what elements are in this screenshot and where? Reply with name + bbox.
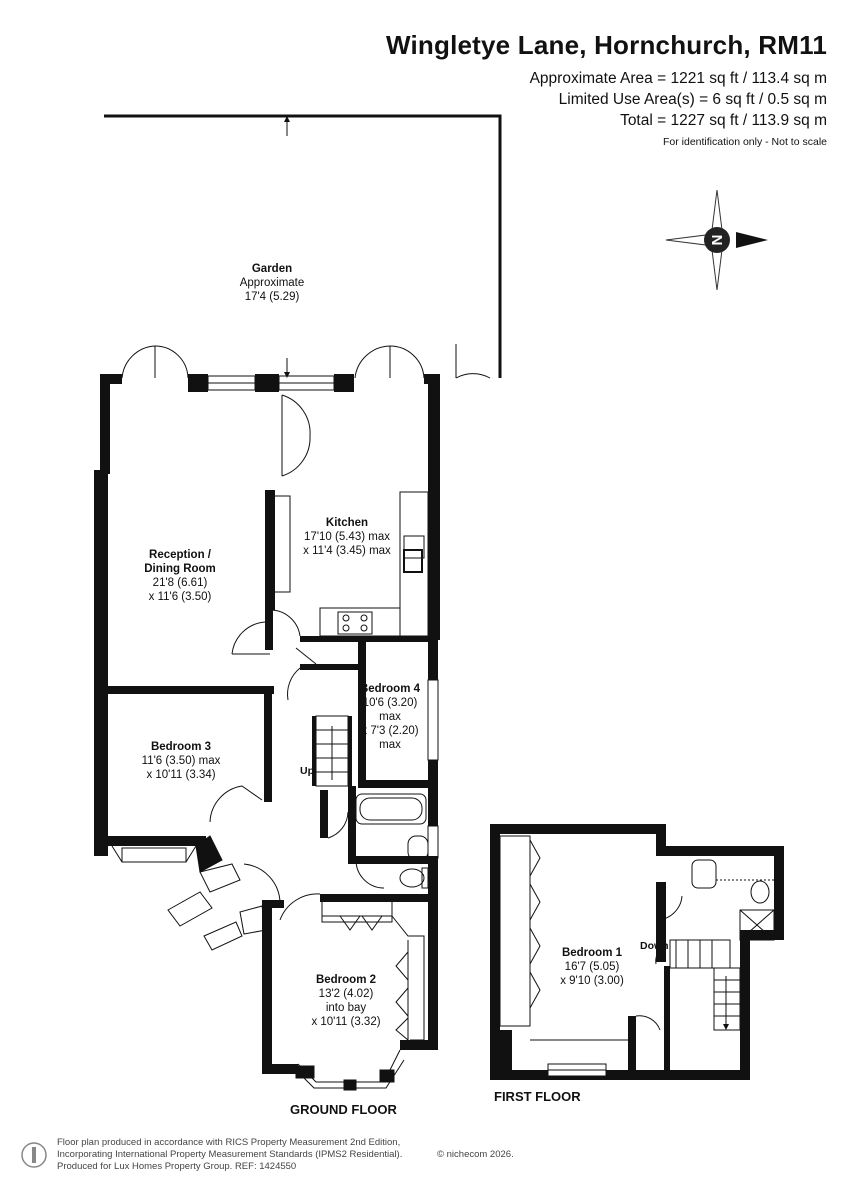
footer-line1: Floor plan produced in accordance with R… bbox=[57, 1137, 401, 1148]
bedroom1-name: Bedroom 1 bbox=[561, 947, 623, 959]
limited-use-area: Limited Use Area(s) = 6 sq ft / 0.5 sq m bbox=[558, 91, 827, 108]
bedroom4-dim4: max bbox=[379, 739, 401, 751]
bedroom1-dim1: 16'7 (5.05) bbox=[564, 961, 620, 973]
reception-label: Reception / Dining Room 21'8 (6.61) x 11… bbox=[144, 548, 216, 604]
first-floor-details bbox=[499, 835, 775, 1077]
bedroom2-dim2: into bay bbox=[325, 1002, 367, 1014]
kitchen-name: Kitchen bbox=[325, 517, 369, 529]
kitchen-label: Kitchen 17'10 (5.43) max x 11'4 (3.45) m… bbox=[303, 516, 391, 558]
bedroom2-name: Bedroom 2 bbox=[315, 974, 377, 986]
bedroom3-label: Bedroom 3 11'6 (3.50) max x 10'11 (3.34) bbox=[142, 740, 221, 782]
bedroom4-dim3: x 7'3 (2.20) bbox=[361, 725, 419, 737]
footer-line3: Produced for Lux Homes Property Group. R… bbox=[57, 1161, 297, 1172]
garden-line1: Approximate bbox=[239, 277, 305, 289]
disclaimer: For identification only - Not to scale bbox=[663, 136, 827, 148]
footer-credit: © nichecom 2026. bbox=[437, 1149, 514, 1160]
bedroom3-dim1: 11'6 (3.50) max bbox=[141, 755, 221, 767]
footer-line2: Incorporating International Property Mea… bbox=[57, 1149, 403, 1160]
garden-name: Garden bbox=[251, 263, 293, 275]
stairs-up-label: Up bbox=[300, 765, 314, 777]
bedroom1-label: Bedroom 1 16'7 (5.05) x 9'10 (3.00) bbox=[560, 946, 624, 988]
property-title: Wingletye Lane, Hornchurch, RM11 bbox=[385, 30, 827, 60]
bedroom2-dim3: x 10'11 (3.32) bbox=[311, 1016, 381, 1028]
bedroom4-name: Bedroom 4 bbox=[359, 683, 421, 695]
garden-line2: 17'4 (5.29) bbox=[244, 291, 300, 303]
bedroom3-dim2: x 10'11 (3.34) bbox=[146, 769, 216, 781]
compass-letter: N bbox=[708, 235, 725, 246]
reception-dim2: x 11'6 (3.50) bbox=[148, 591, 212, 603]
bedroom2-dim1: 13'2 (4.02) bbox=[318, 988, 374, 1000]
total-area: Total = 1227 sq ft / 113.9 sq m bbox=[620, 112, 827, 129]
kitchen-dim1: 17'10 (5.43) max bbox=[304, 531, 390, 543]
reception-name2: Dining Room bbox=[144, 563, 216, 575]
approximate-area: Approximate Area = 1221 sq ft / 113.4 sq… bbox=[529, 70, 827, 87]
bedroom4-dim1: 10'6 (3.20) bbox=[362, 697, 418, 709]
ground-floor-label: GROUND FLOOR bbox=[290, 1102, 397, 1117]
bedroom3-name: Bedroom 3 bbox=[150, 741, 212, 753]
footer: Floor plan produced in accordance with R… bbox=[57, 1137, 402, 1173]
bedroom2-label: Bedroom 2 13'2 (4.02) into bay x 10'11 (… bbox=[311, 973, 380, 1029]
kitchen-dim2: x 11'4 (3.45) max bbox=[303, 545, 391, 557]
bedroom1-dim2: x 9'10 (3.00) bbox=[560, 975, 624, 987]
reception-name1: Reception / bbox=[149, 549, 211, 561]
garden-boundary bbox=[104, 114, 502, 378]
reception-dim1: 21'8 (6.61) bbox=[152, 577, 208, 589]
first-floor-label: FIRST FLOOR bbox=[494, 1089, 581, 1104]
bedroom4-dim2: max bbox=[379, 711, 401, 723]
ground-floor-details bbox=[111, 344, 491, 1091]
first-floor-walls bbox=[490, 824, 784, 1080]
stairs-down-label: Down bbox=[640, 940, 669, 952]
garden-label: Garden Approximate 17'4 (5.29) bbox=[240, 262, 305, 304]
rics-logo-icon bbox=[21, 1142, 47, 1168]
bedroom4-label: Bedroom 4 10'6 (3.20) max x 7'3 (2.20) m… bbox=[360, 682, 420, 752]
compass-icon: N bbox=[665, 189, 768, 291]
